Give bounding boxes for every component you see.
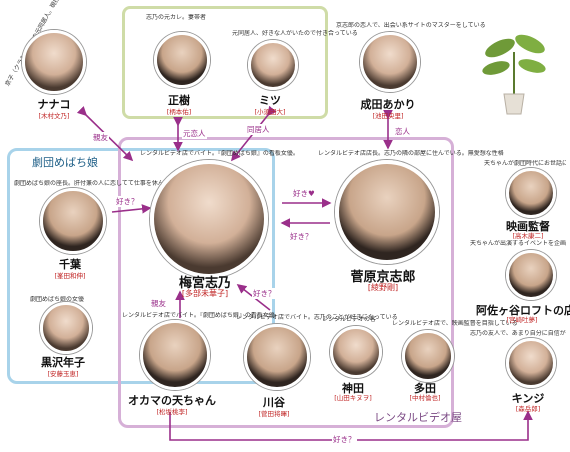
okama-avatar: [140, 320, 210, 390]
masaki-description: 志乃の元カレ。妻帯者: [146, 14, 207, 21]
masaki-avatar: [154, 32, 210, 88]
manager-avatar: [506, 250, 556, 300]
mitsu-name: ミツ: [259, 94, 281, 107]
relation-label-suki-q1: 好き？: [115, 196, 140, 207]
mitsu-description: 元同居人、好きな人がいたので付き合っている: [232, 30, 358, 37]
kyoshiro-description: レンタルビデオ店店長。志乃の隣の部屋に住んでいる。無愛想な性格: [318, 150, 504, 157]
plant-illustration: [482, 34, 546, 115]
kawatani-description: レンタルビデオ店でバイト。志乃のことが好きになっている: [236, 314, 398, 321]
relation-label-suki-q4: 好き？: [332, 434, 357, 445]
relation-label-koibito: 恋人: [394, 126, 411, 137]
video-shop-group-label: レンタルビデオ屋: [374, 411, 462, 424]
nanako-name: ナナコ: [37, 98, 71, 111]
kenji-name: キンジ: [511, 392, 545, 405]
theater-group-frame: [7, 148, 275, 384]
tada-name: 多田: [414, 382, 436, 395]
ex-lovers-group-frame: [122, 6, 328, 119]
director-description: 天ちゃんが劇団時代にお世話になった: [484, 160, 566, 167]
chiba-name: 千葉: [59, 258, 81, 271]
kanda-description: レンタルビデオの客: [322, 316, 377, 323]
kenji-avatar: [506, 338, 556, 388]
kanda-actor: [山田キヌヲ]: [334, 394, 372, 402]
line-chiba-shino: [111, 204, 152, 214]
director-avatar: [506, 168, 556, 218]
kawatani-avatar: [244, 324, 310, 390]
okama-actor: [松坂桃李]: [156, 408, 188, 416]
relation-label-suki-q2: 好き？: [289, 231, 314, 242]
akari-actor: [池田央里]: [372, 112, 404, 120]
chiba-description: 劇団めばち娘の座長。肝付兼の人に恋してて仕事を休んでいる: [14, 180, 182, 187]
relation-label-shinyu1: 親友: [92, 132, 109, 143]
kawatani-actor: [菅田将暉]: [258, 410, 290, 418]
kenji-description: 志乃の友人で、あまり自分に自信がない: [470, 330, 566, 337]
manager-actor: [宮崎吐夢]: [506, 316, 538, 324]
kenji-actor: [森岳郎]: [515, 405, 541, 413]
manager-name: 阿佐ヶ谷ロフトの店長: [476, 304, 570, 317]
kawatani-name: 川谷: [263, 396, 285, 409]
shino-actor: [多部未華子]: [181, 289, 229, 298]
kanda-name: 神田: [342, 382, 364, 395]
masaki-name: 正樹: [168, 94, 190, 107]
relation-label-suki-heart: 好き♥: [292, 188, 316, 199]
kurosawa-actor: [安藤玉恵]: [47, 370, 79, 378]
shino-name: 梅宮志乃: [178, 276, 231, 291]
okama-description: レンタルビデオ店でバイト。『劇団めばち娘』の看板女優: [122, 312, 275, 319]
akari-avatar: [360, 32, 420, 92]
shino-description: レンタルビデオ店でバイト。『劇団めばち娘』の看板女優。: [140, 150, 299, 157]
relation-label-dokyo: 同居人: [246, 124, 271, 135]
video-shop-group-frame: [118, 137, 454, 428]
relation-label-moto-koibito: 元恋人: [182, 128, 207, 139]
okama-name: オカマの天ちゃん: [128, 394, 216, 407]
tada-description: レンタルビデオ店で、映画監督を目指している: [392, 320, 518, 327]
akari-name: 成田あかり: [360, 98, 416, 111]
shino-avatar: [150, 160, 268, 278]
tada-avatar: [402, 330, 454, 382]
relation-label-suki-q3: 好き？: [252, 288, 277, 299]
mitsu-avatar: [248, 40, 298, 90]
kurosawa-description: 劇団めばち娘の女優: [30, 296, 85, 303]
line-nanako-shino: [76, 105, 134, 162]
chiba-actor: [峯田和伸]: [54, 272, 86, 280]
nanako-avatar: [22, 30, 86, 94]
kyoshiro-avatar: [335, 160, 439, 264]
nanako-actor: [木村文乃]: [38, 112, 70, 120]
kyoshiro-name: 菅原京志郎: [350, 270, 416, 285]
manager-description: 天ちゃんが出演するイベントを企画する: [470, 240, 566, 247]
masaki-actor: [柄本佑]: [166, 108, 192, 116]
kyoshiro-actor: [綾野剛]: [367, 283, 399, 292]
kurosawa-avatar: [40, 302, 92, 354]
tada-actor: [中村倫也]: [409, 394, 441, 402]
kanda-avatar: [330, 326, 382, 378]
kurosawa-name: 黒沢年子: [41, 356, 85, 369]
akari-description: 京志郎の恋人で、出会い系サイトのマスターをしている: [336, 22, 486, 29]
mitsu-actor: [小須田大]: [254, 108, 286, 116]
relation-label-shinyu2: 親友: [150, 298, 167, 309]
director-actor: [高木康二]: [512, 232, 544, 240]
line-mitsu-shino: [231, 105, 277, 162]
chiba-avatar: [40, 188, 106, 254]
director-name: 映画監督: [506, 220, 550, 233]
